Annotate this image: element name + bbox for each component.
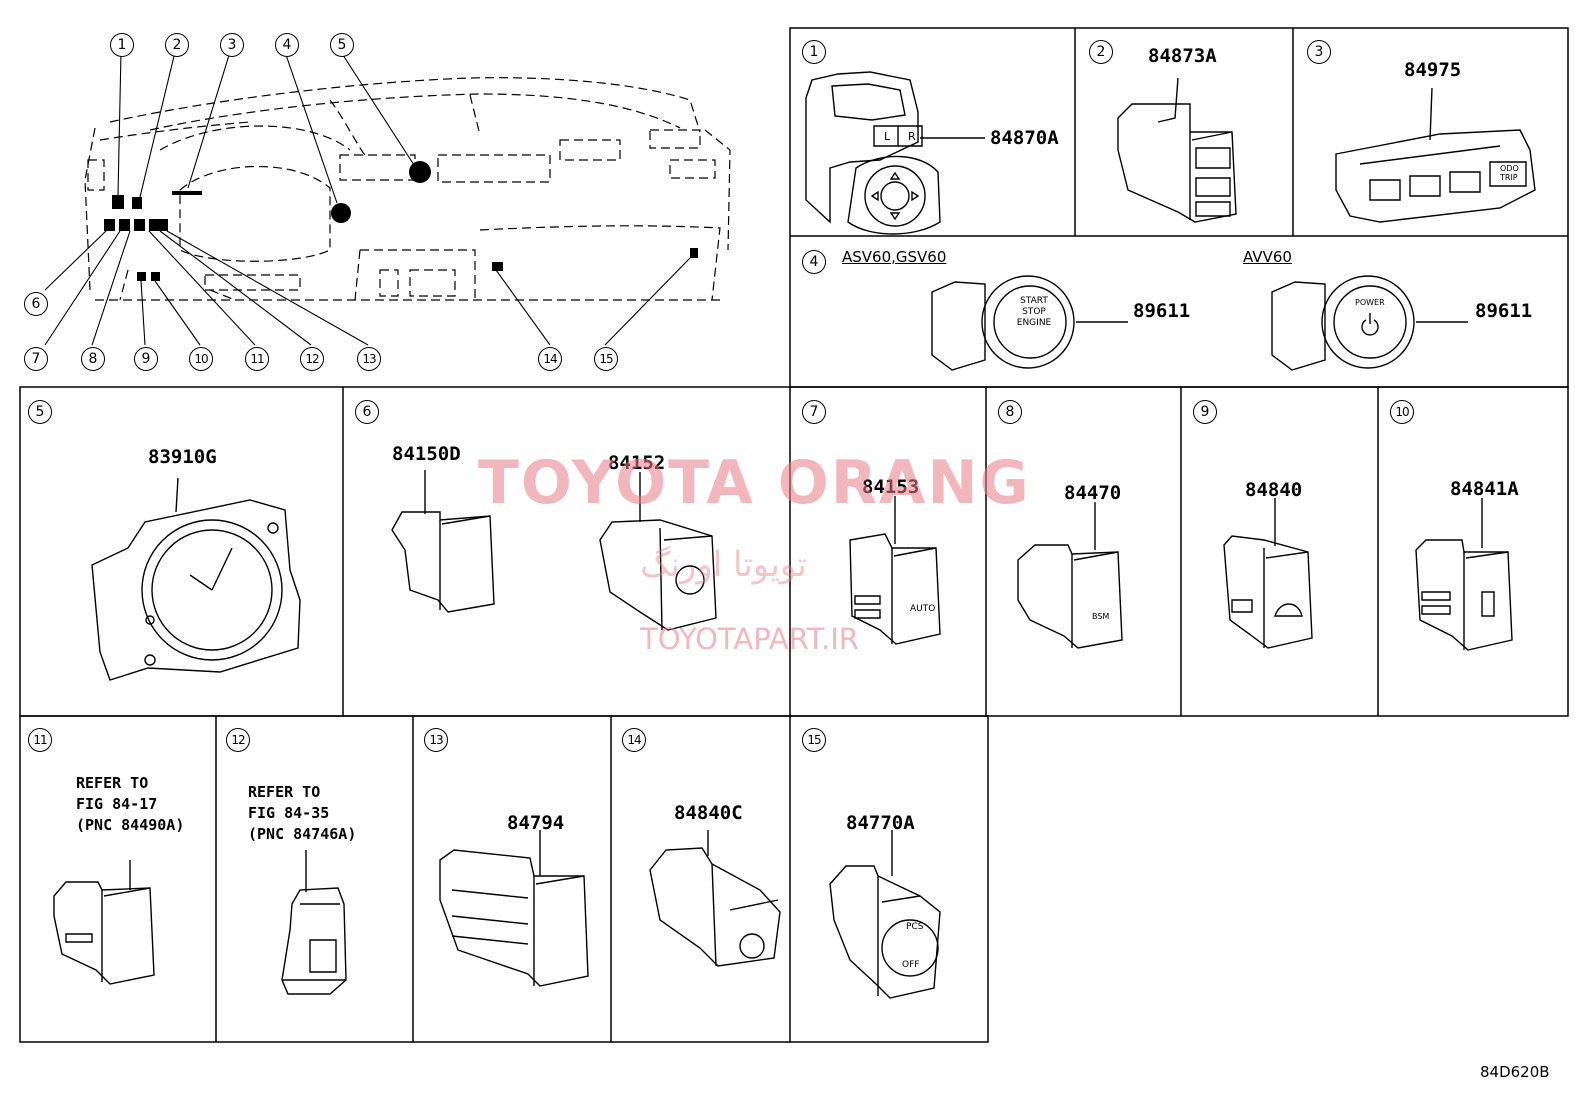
callout-15-overview: 15 [594, 347, 618, 371]
panel-10-number: 10 [1390, 400, 1414, 424]
part-number-84975[interactable]: 84975 [1404, 59, 1462, 81]
panel-4-number: 4 [802, 250, 826, 274]
trip-text: TRIP [1500, 173, 1518, 182]
switch-84840-drawing [1223, 498, 1313, 649]
variant-label-right: AVV60 [1243, 248, 1292, 266]
reference-note-12: REFER TO FIG 84-35 (PNC 84746A) [248, 783, 357, 843]
part-number-84840[interactable]: 84840 [1245, 479, 1303, 501]
panel-11-number: 11 [28, 728, 52, 752]
start-text: START [1020, 296, 1048, 306]
part-number-84152[interactable]: 84152 [608, 452, 666, 474]
trunk-switch-drawing [1117, 77, 1237, 223]
part-number-84840c[interactable]: 84840C [674, 802, 743, 824]
panel-5-number: 5 [28, 400, 52, 424]
callout-3-overview: 3 [220, 33, 244, 57]
callout-10-overview: 10 [189, 347, 213, 371]
diagram-code: 84D620B [1480, 1063, 1550, 1081]
part-number-89611-b[interactable]: 89611 [1475, 300, 1533, 322]
off-text: OFF [902, 960, 920, 970]
switch-84794-drawing [439, 830, 589, 987]
bsm-text: BSM [1092, 612, 1110, 621]
callout-6-overview: 6 [24, 292, 48, 316]
mirror-l-text: L [884, 130, 891, 143]
part-number-84770a[interactable]: 84770A [846, 812, 915, 834]
switch-11-drawing [53, 860, 155, 985]
variant-label-left: ASV60,GSV60 [842, 248, 947, 266]
switch-84840c-drawing [649, 830, 781, 967]
callout-8-overview: 8 [81, 347, 105, 371]
watermark-brand: TOYOTA ORANG [478, 448, 1031, 518]
mirror-switch-drawing [805, 71, 985, 235]
switch-84841a-drawing [1415, 498, 1513, 651]
watermark-url: TOYOTAPART.IR [640, 622, 859, 656]
trip-switch-drawing [1335, 87, 1536, 223]
reference-note-11: REFER TO FIG 84-17 (PNC 84490A) [76, 774, 185, 834]
auto-text: AUTO [910, 604, 936, 614]
callout-14-overview: 14 [538, 347, 562, 371]
callout-4-overview: 4 [275, 33, 299, 57]
part-number-84150d[interactable]: 84150D [392, 443, 461, 465]
callout-7-overview: 7 [24, 347, 48, 371]
part-number-84873a[interactable]: 84873A [1148, 45, 1217, 67]
part-number-89611-a[interactable]: 89611 [1133, 300, 1191, 322]
callout-9-overview: 9 [134, 347, 158, 371]
panel-15-number: 15 [802, 728, 826, 752]
switch-84153-drawing [849, 496, 941, 645]
clock-drawing [91, 477, 301, 681]
callout-12-overview: 12 [300, 347, 324, 371]
stop-text: STOP [1022, 307, 1046, 317]
panel-3-number: 3 [1307, 40, 1331, 64]
odo-text: ODO [1500, 164, 1519, 173]
connector-12-drawing [281, 850, 347, 995]
dashboard-switch-markers [104, 161, 698, 281]
panel-13-number: 13 [424, 728, 448, 752]
callout-2-overview: 2 [165, 33, 189, 57]
switch-84150d-drawing [391, 470, 495, 613]
callout-11-overview: 11 [245, 347, 269, 371]
mirror-r-text: R [908, 130, 916, 143]
panel-12-number: 12 [226, 728, 250, 752]
callout-13-overview: 13 [357, 347, 381, 371]
panel-14-number: 14 [622, 728, 646, 752]
engine-text: ENGINE [1016, 318, 1052, 328]
watermark-persian: تویوتا اورنگ [640, 545, 807, 585]
part-number-84794[interactable]: 84794 [507, 812, 565, 834]
start-stop-text: START STOP ENGINE [1010, 296, 1058, 329]
panel-8-number: 8 [998, 400, 1022, 424]
panel-borders [19, 27, 1569, 1043]
start-switch-right-drawing [1271, 275, 1468, 371]
power-text: POWER [1355, 298, 1385, 307]
part-number-84153[interactable]: 84153 [862, 476, 920, 498]
part-number-83910g[interactable]: 83910G [148, 446, 217, 468]
panel-1-number: 1 [802, 40, 826, 64]
part-number-84870a[interactable]: 84870A [990, 127, 1059, 149]
callout-1-overview: 1 [110, 33, 134, 57]
panel-7-number: 7 [802, 400, 826, 424]
part-number-84470[interactable]: 84470 [1064, 482, 1122, 504]
panel-6-number: 6 [355, 400, 379, 424]
panel-9-number: 9 [1193, 400, 1217, 424]
part-number-84841a[interactable]: 84841A [1450, 478, 1519, 500]
panel-2-number: 2 [1089, 40, 1113, 64]
start-switch-left-drawing [931, 275, 1128, 371]
dashboard-overview [84, 77, 731, 301]
pcs-text: PCS [906, 922, 924, 932]
callout-5-overview: 5 [330, 33, 354, 57]
switch-84470-drawing [1017, 502, 1123, 649]
callout-leaders [44, 51, 693, 346]
switch-84770a-drawing [829, 830, 941, 999]
switch-84152-drawing [599, 472, 717, 631]
